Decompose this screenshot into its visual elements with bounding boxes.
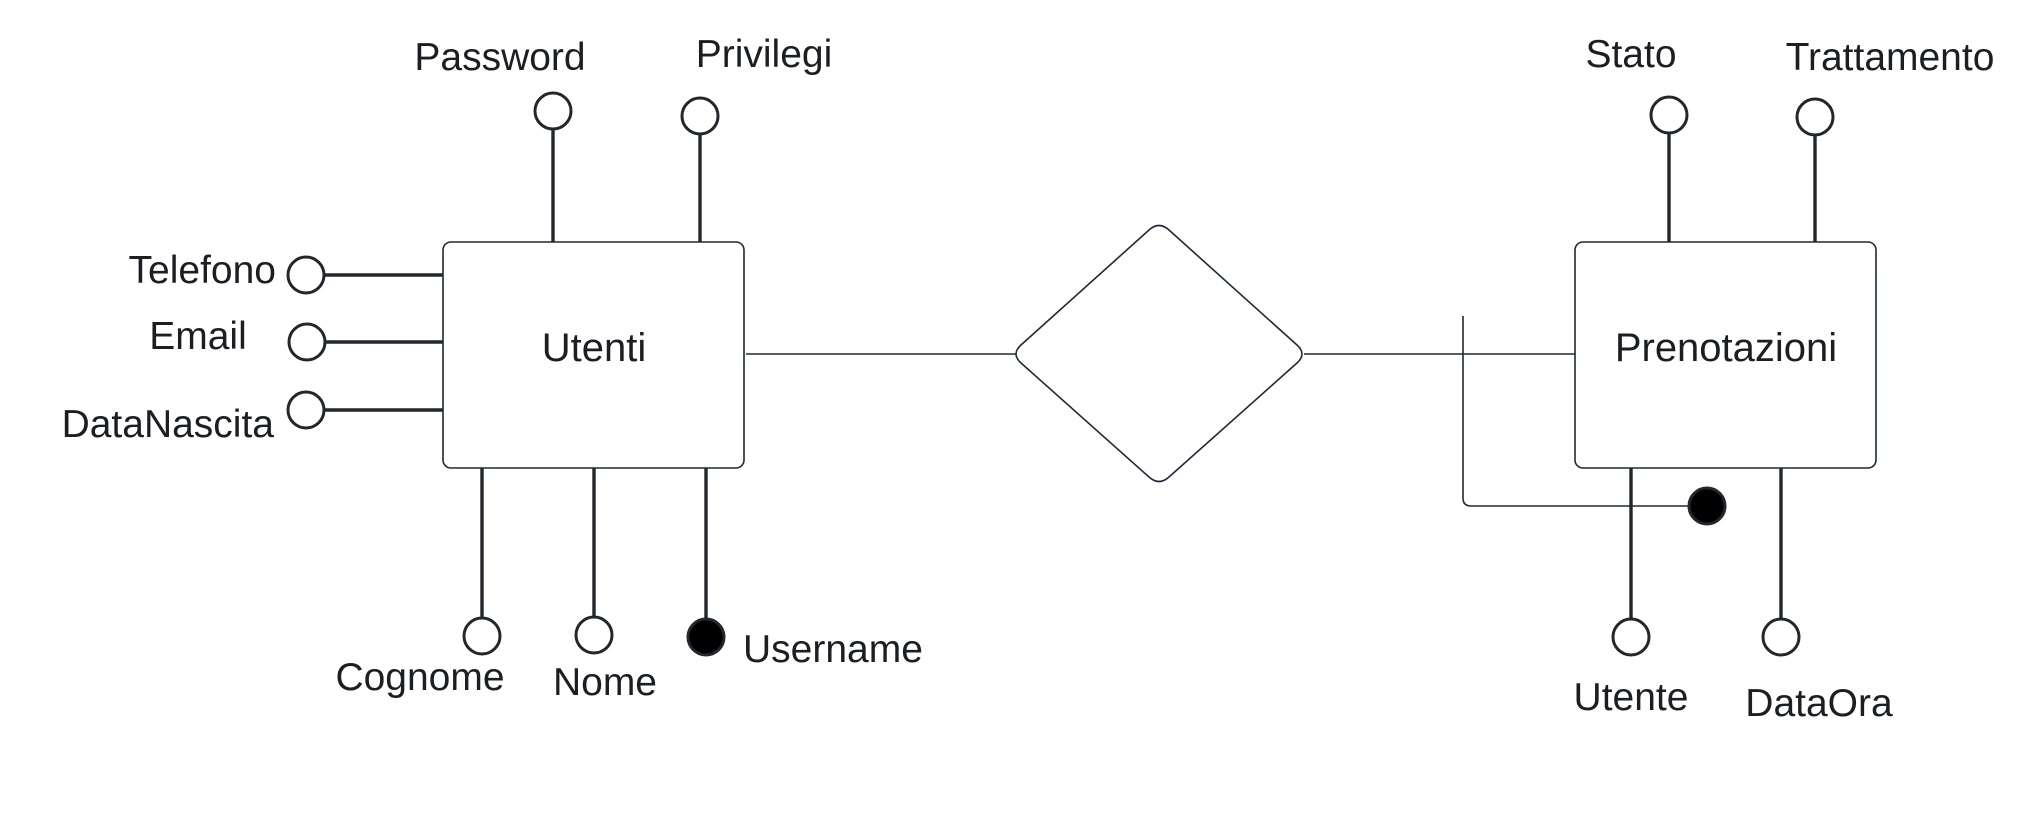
attribute-dataora-circle xyxy=(1761,617,1801,657)
entity-utenti-label: Utenti xyxy=(542,326,647,370)
attribute-password-label: Password xyxy=(414,36,585,79)
attribute-stato: Stato xyxy=(1585,33,1689,242)
attribute-utente-label: Utente xyxy=(1574,676,1689,719)
composite-identifier-key-circle xyxy=(1687,486,1727,526)
attribute-username-key-circle xyxy=(686,617,726,657)
composite-identifier-connector xyxy=(1462,316,1689,507)
attribute-stato-circle xyxy=(1649,95,1689,135)
entity-prenotazioni: Prenotazioni xyxy=(1574,241,1877,469)
attribute-password-circle xyxy=(533,91,573,131)
attribute-telefono-circle xyxy=(286,255,326,295)
attribute-cognome-circle xyxy=(462,616,502,656)
attribute-password: Password xyxy=(414,36,586,242)
attribute-nome-circle xyxy=(574,615,614,655)
attribute-datanascita-circle xyxy=(286,390,326,430)
attribute-nome-label: Nome xyxy=(553,661,657,704)
attribute-privilegi-label: Privilegi xyxy=(696,33,833,76)
attribute-email-label: Email xyxy=(149,315,247,358)
attribute-utente-circle xyxy=(1611,617,1651,657)
attribute-telefono: Telefono xyxy=(129,249,443,295)
attribute-datanascita-label: DataNascita xyxy=(62,403,275,446)
entity-prenotazioni-box xyxy=(1574,241,1877,469)
entity-utenti: Utenti xyxy=(442,241,745,469)
attribute-trattamento: Trattamento xyxy=(1786,36,1995,242)
attribute-username-label: Username xyxy=(743,628,923,671)
attribute-datanascita: DataNascita xyxy=(62,390,443,446)
relationship-diamond xyxy=(1015,224,1303,483)
attribute-dataora: DataOra xyxy=(1745,468,1893,725)
attribute-stato-label: Stato xyxy=(1585,33,1676,76)
attribute-cognome: Cognome xyxy=(335,468,505,699)
attribute-cognome-label: Cognome xyxy=(335,656,504,699)
attribute-email-circle xyxy=(287,322,327,362)
attribute-email: Email xyxy=(149,315,443,362)
attribute-privilegi-circle xyxy=(680,96,720,136)
attribute-privilegi: Privilegi xyxy=(680,33,833,242)
entity-prenotazioni-label: Prenotazioni xyxy=(1615,326,1837,370)
composite-identifier xyxy=(1462,316,1727,526)
attribute-trattamento-label: Trattamento xyxy=(1786,36,1995,79)
attribute-nome: Nome xyxy=(553,468,657,704)
attribute-utente: Utente xyxy=(1574,468,1689,719)
attribute-dataora-label: DataOra xyxy=(1745,682,1893,725)
attribute-trattamento-circle xyxy=(1795,97,1835,137)
attribute-username: Username xyxy=(686,468,923,671)
attribute-telefono-label: Telefono xyxy=(129,249,276,292)
